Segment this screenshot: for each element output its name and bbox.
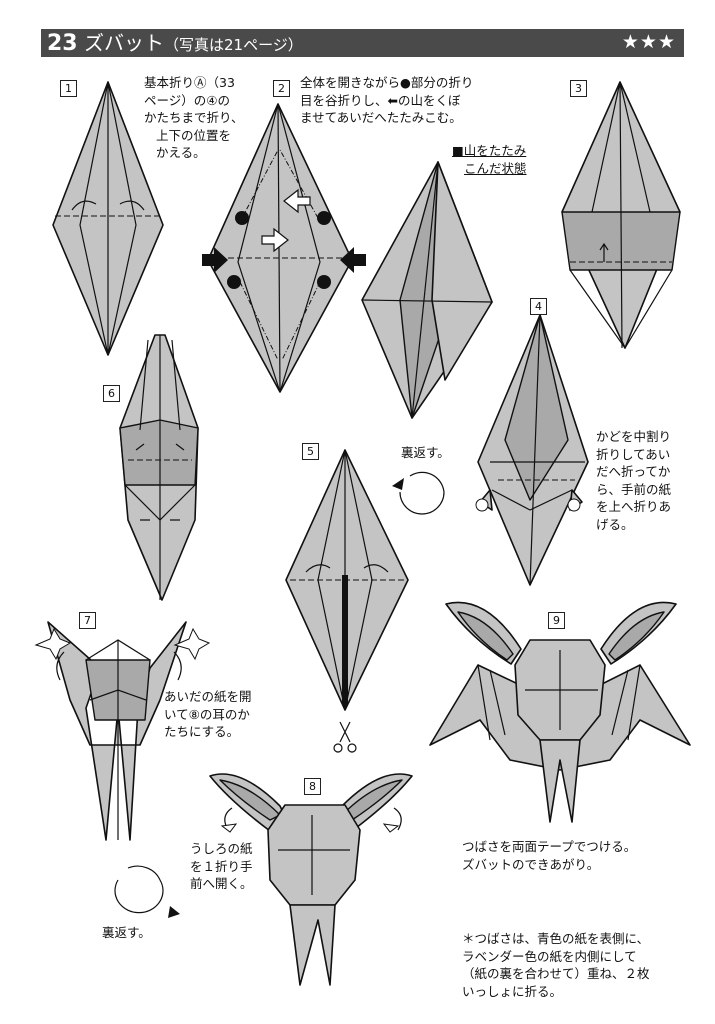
- step-number-4: 4: [530, 298, 547, 315]
- step-number-2: 2: [273, 80, 290, 97]
- step2-diagram: [202, 103, 366, 393]
- difficulty-stars: ★★★: [621, 31, 676, 53]
- step1-diagram: [52, 81, 164, 356]
- step-number-6: 6: [103, 385, 120, 402]
- step4-instruction: かどを中割り 折りしてあい だへ折ってか ら、手前の紙 を上へ折りあ げる。: [596, 429, 672, 532]
- step-number-1: 1: [60, 80, 77, 97]
- step9-instruction: つばさを両面テープでつける。 ズバットのできあがり。: [462, 839, 637, 872]
- step7-turn-over: 裏返す。: [102, 925, 151, 940]
- step4-diagram: [475, 314, 589, 586]
- step7-diagram: [34, 621, 211, 918]
- folded-state-diagram: [361, 161, 493, 419]
- step-number-8: 8: [304, 778, 321, 795]
- step-number-3: 3: [570, 80, 587, 97]
- step5-turn-over: 裏返す。: [401, 445, 450, 460]
- folded-state-note: ■山をたたみ こんだ状態: [452, 143, 527, 176]
- step6-diagram: [119, 334, 199, 601]
- step3-diagram: [561, 81, 681, 350]
- step-number-7: 7: [79, 612, 96, 629]
- step-number-5: 5: [302, 443, 319, 460]
- page-title: 23 ズバット（写真は21ページ）: [47, 30, 303, 58]
- step8-instruction: うしろの紙 を１折り手 前へ開く。: [190, 841, 253, 891]
- step1-instruction: 基本折りⒶ（33 ページ）の④の かたちまで折り、 上下の位置を かえる。: [144, 75, 244, 160]
- model-subtitle: （写真は21ページ）: [163, 36, 303, 54]
- step7-instruction: あいだの紙を開 いて⑧の耳のか たちにする。: [164, 689, 252, 739]
- model-number: 23: [47, 31, 78, 56]
- step2-instruction: 全体を開きながら●部分の折り 目を谷折りし、⬅の山をくぼ ませてあいだへたたみこ…: [300, 75, 474, 125]
- step5-diagram: [285, 449, 445, 753]
- step8-diagram: [209, 773, 413, 986]
- step-number-9: 9: [548, 612, 565, 629]
- model-title: ズバット: [83, 31, 164, 55]
- title-bar: 23 ズバット（写真は21ページ） ★★★: [41, 29, 684, 57]
- footnote: ＊つばさは、青色の紙を表側に、 ラベンダー色の紙を内側にして （紙の裏を合わせて…: [462, 931, 650, 999]
- step9-diagram: [429, 601, 691, 823]
